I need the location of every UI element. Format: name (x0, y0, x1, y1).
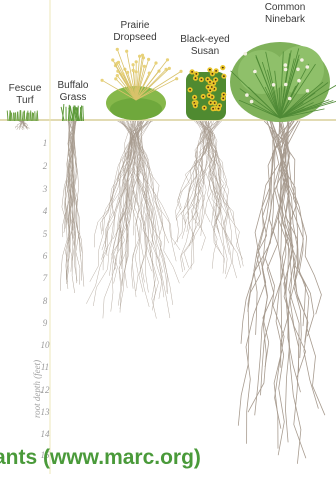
depth-tick-1: 1 (38, 138, 52, 148)
depth-tick-4: 4 (38, 206, 52, 216)
plant-prairie-dropseed (101, 48, 183, 120)
depth-tick-2: 2 (38, 161, 52, 171)
credit-text: ants (www.marc.org) (0, 446, 336, 470)
roots-fescue-turf (16, 121, 30, 130)
plant-black-eyed-susan (186, 65, 226, 120)
depth-tick-10: 10 (38, 340, 52, 350)
plant-common-ninebark (230, 42, 336, 122)
roots-black-eyed-susan (174, 121, 243, 279)
depth-tick-5: 5 (38, 229, 52, 239)
depth-tick-3: 3 (38, 184, 52, 194)
depth-axis-label: root depth (feet) (32, 360, 42, 418)
depth-tick-9: 9 (38, 318, 52, 328)
roots-buffalo-grass (60, 121, 84, 293)
depth-tick-8: 8 (38, 296, 52, 306)
depth-tick-6: 6 (38, 251, 52, 261)
depth-tick-14: 14 (38, 429, 52, 439)
depth-tick-7: 7 (38, 273, 52, 283)
roots-layer (16, 121, 325, 464)
roots-common-ninebark (238, 121, 325, 464)
roots-prairie-dropseed (86, 121, 180, 319)
plant-buffalo-grass (61, 104, 83, 121)
